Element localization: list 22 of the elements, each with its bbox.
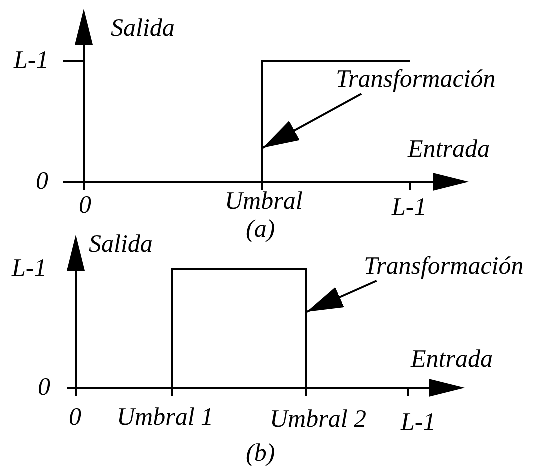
- axis-label: 0: [38, 374, 50, 402]
- axis-label: Umbral: [225, 188, 303, 216]
- axis-label: 0: [69, 404, 82, 432]
- leader-arrow: [306, 280, 378, 313]
- axis-label: L-1: [14, 47, 49, 74]
- axis-label: L-1: [392, 194, 427, 222]
- curve-label: Transformación: [336, 66, 496, 94]
- axis-label: 0: [36, 168, 48, 196]
- axis-label: Umbral 2: [270, 406, 367, 434]
- axis-label: Salida: [111, 15, 175, 42]
- axis-label: Entrada: [408, 136, 490, 164]
- axis-label: Salida: [89, 231, 153, 258]
- leader-arrow: [262, 93, 362, 149]
- transformation-curve: [171, 268, 307, 388]
- axis-label: (a): [246, 216, 276, 244]
- axis-label: 0: [79, 192, 92, 220]
- axis-label: Entrada: [411, 346, 493, 374]
- axis-label: L-1: [401, 409, 436, 436]
- axis-label: Umbral 1: [117, 404, 214, 432]
- curve-label: Transformación: [364, 253, 524, 280]
- axis-label: L-1: [12, 255, 47, 282]
- axis-label: (b): [246, 440, 276, 468]
